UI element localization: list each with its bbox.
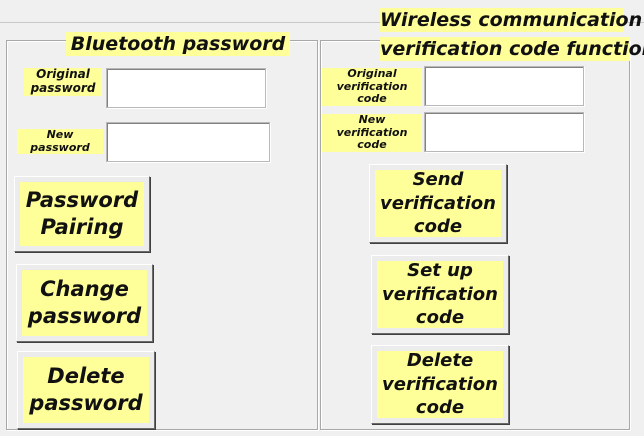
new-code-label: New verification code [322,113,422,152]
new-password-field[interactable] [106,122,270,162]
delete-verification-code-label: Delete verification code [377,350,503,418]
delete-password-button[interactable]: Delete password [17,351,155,429]
setup-verification-code-label: Set up verification code [377,260,503,328]
top-separator [0,22,644,23]
change-password-button[interactable]: Change password [16,264,153,342]
delete-verification-code-button[interactable]: Delete verification code [371,345,509,424]
change-password-label: Change password [22,270,147,336]
password-pairing-label: Password Pairing [20,182,144,246]
delete-password-label: Delete password [23,357,149,423]
original-password-label: Original password [24,67,102,96]
new-code-field[interactable] [424,112,584,152]
wireless-panel-title-line1: Wireless communication [380,8,643,32]
setup-verification-code-button[interactable]: Set up verification code [371,255,509,334]
password-pairing-button[interactable]: Password Pairing [14,176,150,252]
original-code-field[interactable] [424,66,584,106]
send-verification-code-label: Send verification code [375,169,501,237]
bluetooth-panel-title: Bluetooth password [66,32,290,56]
send-verification-code-button[interactable]: Send verification code [369,164,507,243]
wireless-panel-title-line2: verification code function [380,37,644,61]
new-password-label: New password [17,128,103,155]
original-code-label: Original verification code [322,67,422,106]
original-password-field[interactable] [106,68,266,108]
